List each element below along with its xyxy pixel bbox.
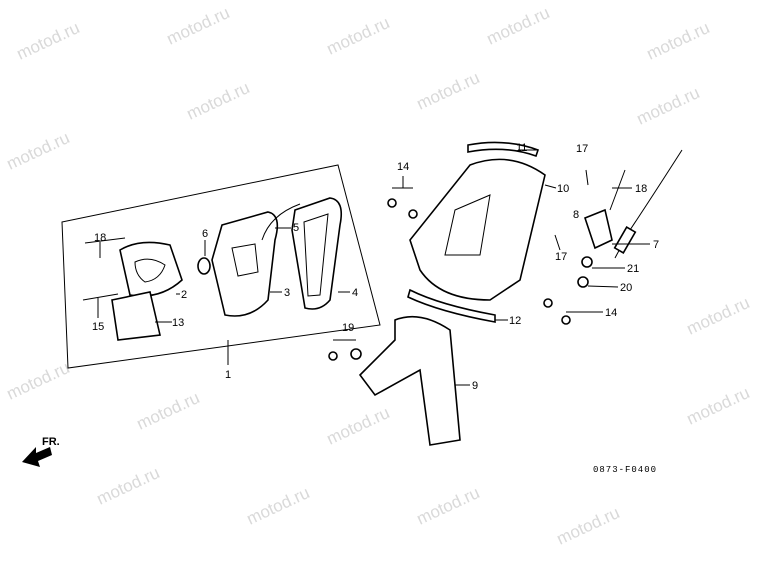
watermark-text: motod.ru: [244, 483, 313, 529]
watermark-text: motod.ru: [414, 68, 483, 114]
watermark-text: motod.ru: [324, 13, 393, 59]
gasket-inner: [303, 213, 329, 297]
callout-2: 2: [181, 289, 187, 301]
lens-pattern: [134, 258, 166, 283]
part-front-cover: [409, 158, 546, 301]
washer-14-top: [408, 209, 418, 219]
cable-grommet: [613, 226, 637, 254]
washer-14-right: [543, 298, 553, 308]
watermark-text: motod.ru: [4, 128, 73, 174]
part-leg-shield: [358, 315, 461, 446]
watermark-text: motod.ru: [134, 388, 203, 434]
part-bracket: [584, 208, 613, 250]
callout-17-top: 17: [576, 143, 588, 155]
watermark-text: motod.ru: [414, 483, 483, 529]
callout-9: 9: [472, 380, 478, 392]
part-lens: [119, 241, 183, 297]
bolt-14-top: [387, 198, 397, 208]
callout-1: 1: [225, 369, 231, 381]
callout-14-right: 14: [605, 307, 617, 319]
watermark-text: motod.ru: [164, 3, 233, 49]
part-wire: [261, 203, 301, 241]
part-gasket: [291, 197, 343, 310]
cover-window: [444, 194, 491, 256]
callout-6: 6: [202, 228, 208, 240]
callout-4: 4: [352, 287, 358, 299]
bolt-18-right: [609, 169, 626, 211]
watermark-text: motod.ru: [644, 18, 713, 64]
callout-19: 19: [342, 322, 354, 334]
watermark-text: motod.ru: [484, 3, 553, 49]
callout-3: 3: [284, 287, 290, 299]
assembly-frame: [61, 164, 381, 369]
housing-socket: [231, 243, 259, 277]
callout-15: 15: [92, 321, 104, 333]
callout-8: 8: [573, 209, 579, 221]
callout-21: 21: [627, 263, 639, 275]
watermark-text: motod.ru: [684, 293, 753, 339]
watermark-text: motod.ru: [324, 403, 393, 449]
part-housing: [211, 211, 279, 317]
direction-label: FR.: [42, 436, 60, 448]
watermark-text: motod.ru: [684, 383, 753, 429]
watermark-text: motod.ru: [94, 463, 163, 509]
watermark-text: motod.ru: [4, 358, 73, 404]
screw-18: [84, 237, 126, 244]
part-reflector: [111, 291, 161, 341]
callout-7: 7: [653, 239, 659, 251]
screw-15: [82, 293, 119, 301]
washer-21: [581, 256, 593, 268]
callout-11: 11: [516, 142, 527, 154]
callout-20: 20: [620, 282, 632, 294]
callout-18-left: 18: [94, 232, 106, 244]
callout-12: 12: [509, 315, 521, 327]
part-lower-strip: [407, 288, 496, 323]
watermark-text: motod.ru: [554, 503, 623, 549]
nut-20: [577, 276, 589, 288]
callout-18-right: 18: [635, 183, 647, 195]
watermark-text: motod.ru: [14, 18, 83, 64]
screw-17: [554, 234, 561, 251]
callout-5: 5: [293, 222, 299, 234]
screw-17-top: [585, 169, 589, 186]
washer-19: [350, 348, 362, 360]
diagram-code: 0873-F0400: [593, 465, 657, 475]
part-top-strip: [467, 141, 540, 158]
bolt-19: [328, 351, 338, 361]
front-direction-arrow-icon: [22, 447, 52, 467]
watermark-text: motod.ru: [184, 78, 253, 124]
callout-13: 13: [172, 317, 184, 329]
callout-10: 10: [557, 183, 569, 195]
callout-17-mid: 17: [555, 251, 567, 263]
watermark-text: motod.ru: [634, 83, 703, 129]
bolt-14-right: [561, 315, 571, 325]
callout-14-top: 14: [397, 161, 409, 173]
leader-lines: [97, 149, 650, 386]
part-bulb: [197, 257, 211, 275]
